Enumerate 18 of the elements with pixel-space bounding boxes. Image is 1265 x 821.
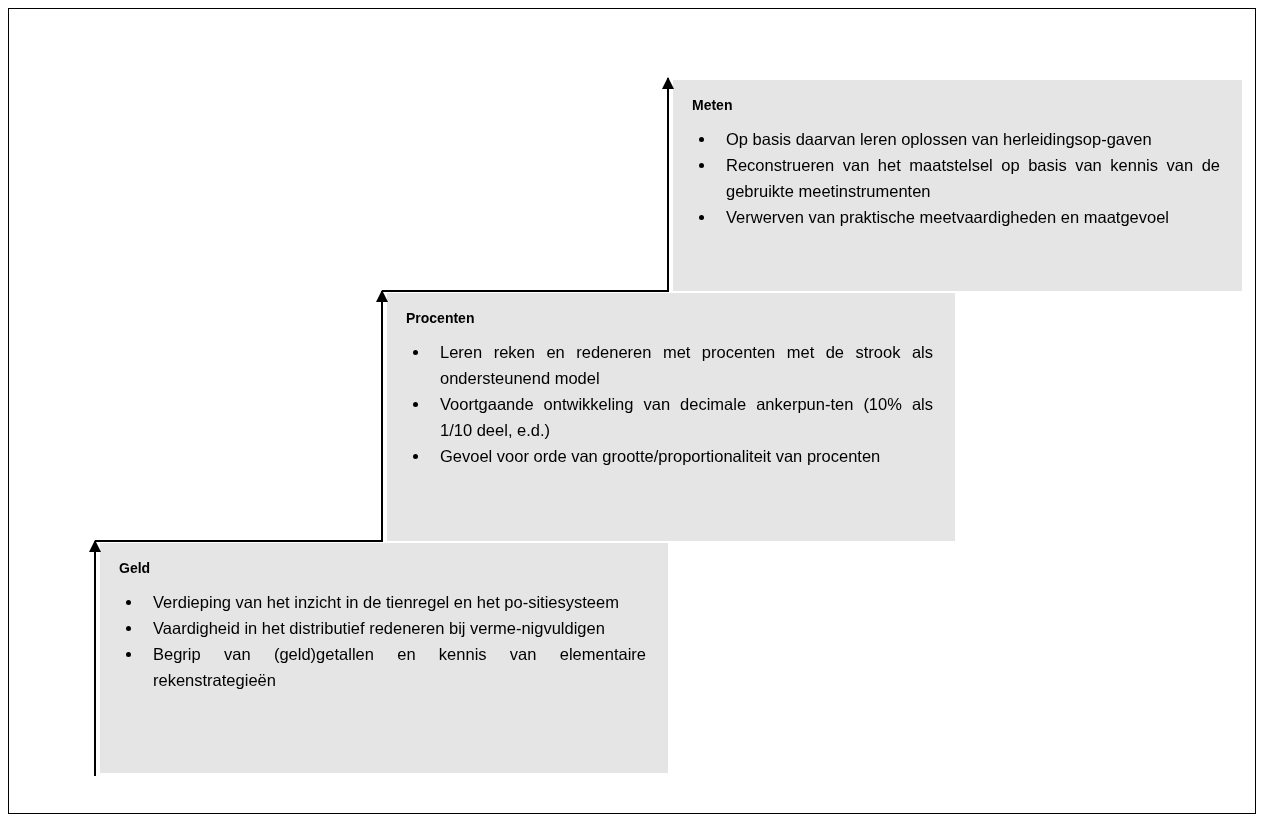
bullet-text: Leren reken en redeneren met procenten met de strook als ondersteunend model: [440, 342, 933, 389]
step-heading: Meten: [692, 96, 734, 114]
bullet-text: Vaardigheid in het distributief redeneren bij verme-nigvuldigen: [153, 618, 605, 639]
arrow: [89, 540, 101, 777]
step-box: [387, 293, 955, 541]
step-heading: Geld: [119, 559, 152, 577]
step-box: [673, 80, 1242, 291]
bullet-text: Verwerven van praktische meetvaardigheden en maatgevoel: [726, 207, 1170, 228]
bullet-text: Voortgaande ontwikkeling van decimale ankerpun-ten (10% als 1/10 deel, e.d.): [440, 394, 933, 441]
bullet-text: Gevoel voor orde van grootte/proportionaliteit van procenten: [440, 446, 881, 467]
bullet-text: Reconstrueren van het maatstelsel op basis van kennis van de gebruikte meetinstrumenten: [726, 155, 1220, 202]
arrow: [381, 77, 674, 292]
arrow: [94, 290, 388, 542]
bullet-text: Verdieping van het inzicht in de tienregel en het po-sitiesysteem: [153, 592, 619, 613]
bullet-text: Begrip van (geld)getallen en kennis van elementaire rekenstrategieën: [153, 644, 646, 691]
step-heading: Procenten: [406, 309, 476, 327]
step-box: [100, 543, 668, 773]
bullet-text: Op basis daarvan leren oplossen van herleidingsop-gaven: [726, 129, 1152, 150]
